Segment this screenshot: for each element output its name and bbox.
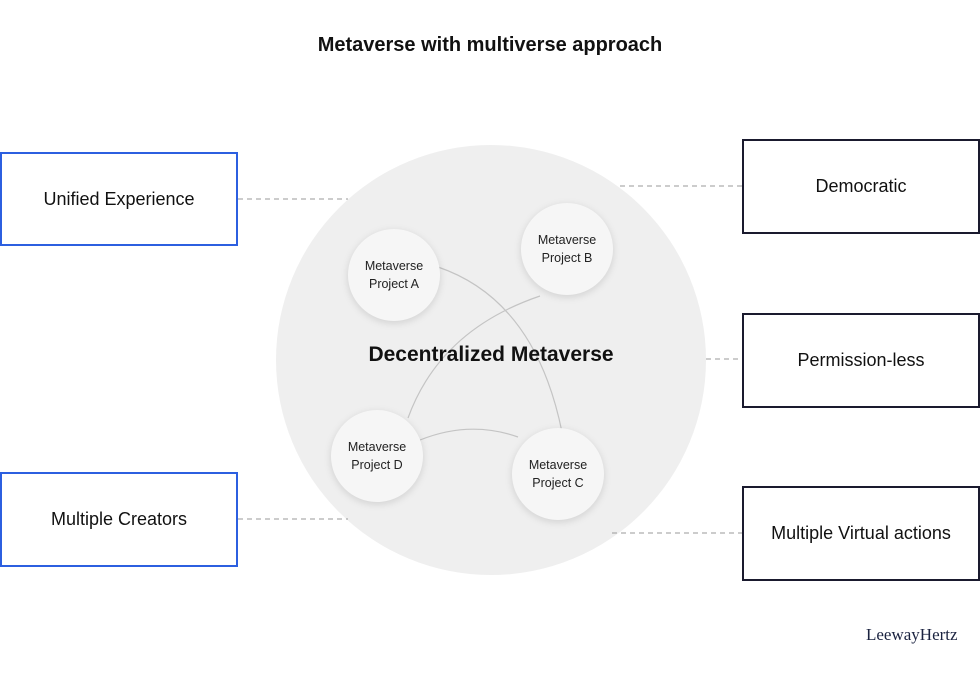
link-project-b-to-d [407, 295, 541, 419]
project-d-node: Metaverse Project D [331, 410, 423, 502]
project-d-line1: Metaverse [347, 440, 407, 454]
decentralized-metaverse-circle [276, 145, 706, 575]
project-c-line1: Metaverse [528, 458, 588, 472]
center-label: Decentralized Metaverse [368, 343, 614, 366]
democratic-label: Democratic [815, 176, 907, 196]
permission-less-label: Permission-less [797, 350, 925, 370]
project-b-line1: Metaverse [537, 233, 597, 247]
project-a-node: Metaverse Project A [348, 229, 440, 321]
multiple-virtual-actions-box: Multiple Virtual actions [742, 486, 980, 581]
unified-experience-label: Unified Experience [43, 188, 195, 209]
democratic-box: Democratic [742, 139, 980, 234]
project-c-line2: Project C [532, 476, 584, 490]
unified-experience-box: Unified Experience [0, 152, 238, 246]
link-project-d-to-c [419, 428, 519, 441]
project-b-node: Metaverse Project B [521, 203, 613, 295]
project-b-line2: Project B [541, 251, 593, 265]
multiple-creators-box: Multiple Creators [0, 472, 238, 567]
project-a-line2: Project A [368, 277, 420, 291]
project-d-line2: Project D [351, 458, 403, 472]
project-c-node: Metaverse Project C [512, 428, 604, 520]
link-project-a-to-c [437, 266, 563, 433]
diagram-title: Metaverse with multiverse approach [317, 34, 663, 56]
multiple-virtual-actions-label: Multiple Virtual actions [771, 523, 951, 543]
project-a-line1: Metaverse [364, 259, 424, 273]
brand-logo: LeewayHertz [866, 625, 958, 644]
multiple-creators-label: Multiple Creators [50, 509, 188, 529]
permission-less-box: Permission-less [742, 313, 980, 408]
